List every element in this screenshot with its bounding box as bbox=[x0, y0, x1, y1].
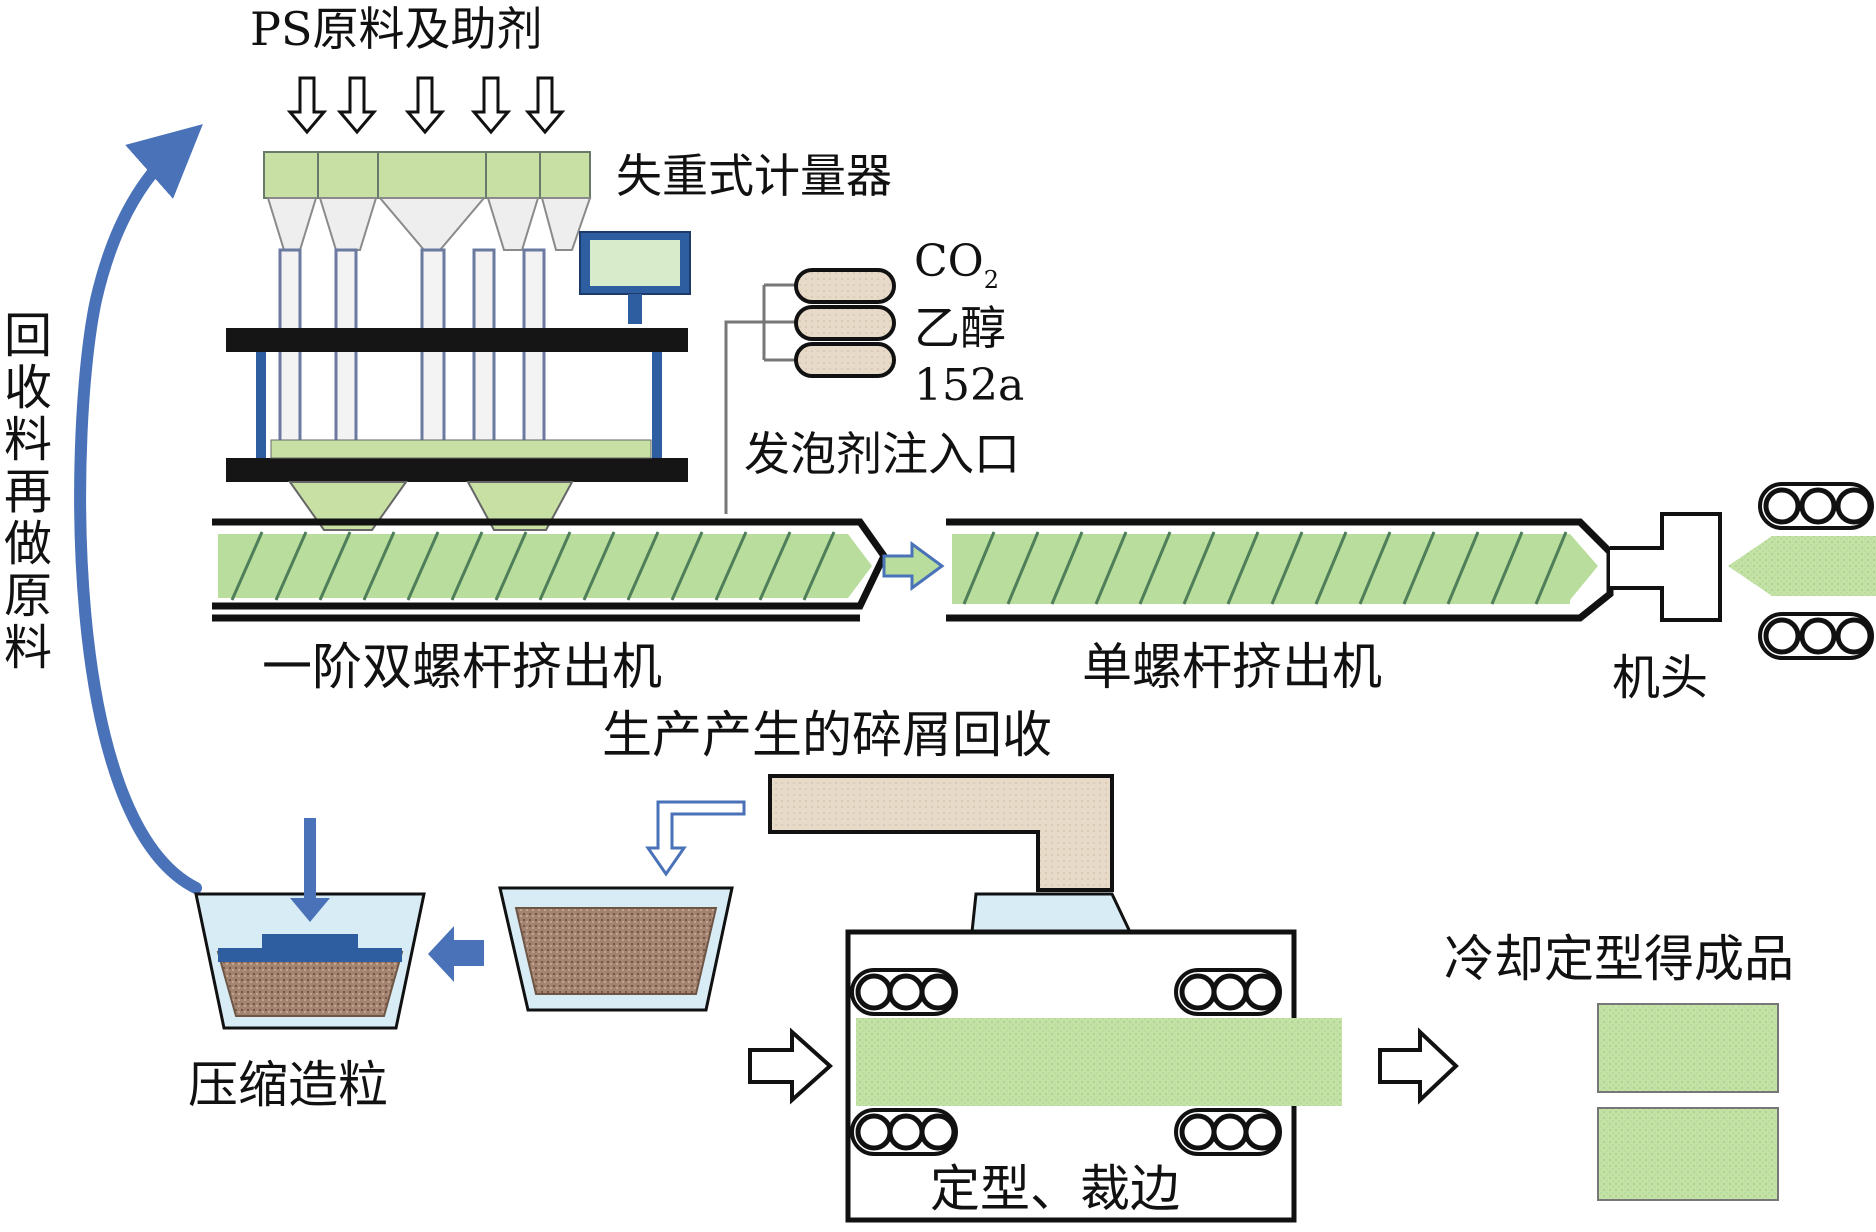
pelletizer-bin bbox=[194, 818, 426, 1030]
pelletizing-label: 压缩造粒 bbox=[188, 1056, 388, 1114]
svg-text:料: 料 bbox=[4, 620, 52, 676]
feeder-frame bbox=[226, 328, 688, 482]
right-arrow-icon bbox=[882, 541, 945, 591]
controller-monitor bbox=[579, 231, 691, 324]
152a-label: 152a bbox=[914, 360, 1024, 411]
twin-screw-extruder bbox=[212, 518, 889, 622]
die-head bbox=[1610, 512, 1722, 622]
blowing-agent-tanks bbox=[724, 268, 896, 514]
weigh-feeder-label: 失重式计量器 bbox=[616, 149, 892, 203]
single-screw-extruder bbox=[946, 518, 1614, 622]
right-arrow-icon bbox=[748, 1027, 833, 1105]
recycle-vertical-label: 回 收 料 再 做 原 料 bbox=[4, 308, 52, 676]
svg-text:原: 原 bbox=[4, 568, 52, 624]
down-arrow-icon bbox=[404, 76, 446, 135]
svg-text:回: 回 bbox=[4, 308, 52, 364]
twin-screw-label: 一阶双螺杆挤出机 bbox=[262, 638, 662, 696]
curved-arrow-icon bbox=[74, 124, 203, 894]
scrap-duct bbox=[768, 774, 1114, 892]
svg-text:收: 收 bbox=[4, 360, 52, 416]
single-screw-label: 单螺杆挤出机 bbox=[1082, 638, 1382, 696]
right-arrow-icon bbox=[1378, 1027, 1459, 1105]
shaping-unit bbox=[845, 892, 1342, 1223]
down-arrow-icon bbox=[286, 76, 328, 135]
die-head-label: 机头 bbox=[1612, 650, 1708, 706]
down-arrow-icon bbox=[524, 76, 566, 135]
svg-text:做: 做 bbox=[4, 516, 52, 572]
product-board-2 bbox=[1597, 1107, 1779, 1201]
scrap-bin bbox=[498, 886, 734, 1012]
down-arrow-icon bbox=[336, 76, 378, 135]
down-arrow-icon bbox=[470, 76, 512, 135]
co2-tank bbox=[794, 268, 896, 304]
haul-off-rollers bbox=[1728, 482, 1876, 660]
152a-tank bbox=[794, 342, 896, 378]
scrap-feed-icon bbox=[645, 800, 746, 877]
shaping-label: 定型、裁边 bbox=[930, 1160, 1180, 1218]
injector-label: 发泡剂注入口 bbox=[744, 427, 1020, 481]
scrap-recycle-label: 生产产生的碎屑回收 bbox=[602, 706, 1052, 764]
ethanol-label: 乙醇 bbox=[914, 301, 1006, 355]
svg-text:再: 再 bbox=[4, 464, 52, 520]
ethanol-tank bbox=[794, 305, 896, 341]
product-board-1 bbox=[1597, 1003, 1779, 1093]
feed-arrows bbox=[286, 76, 566, 135]
weigh-feeder bbox=[263, 151, 592, 457]
extruder-hoppers bbox=[288, 481, 574, 531]
ps-feed-label: PS原料及助剂 bbox=[250, 2, 542, 56]
svg-text:料: 料 bbox=[4, 412, 52, 468]
cooling-product-label: 冷却定型得成品 bbox=[1444, 930, 1794, 988]
co2-label: CO2 bbox=[914, 236, 999, 294]
left-arrow-icon bbox=[428, 926, 484, 982]
